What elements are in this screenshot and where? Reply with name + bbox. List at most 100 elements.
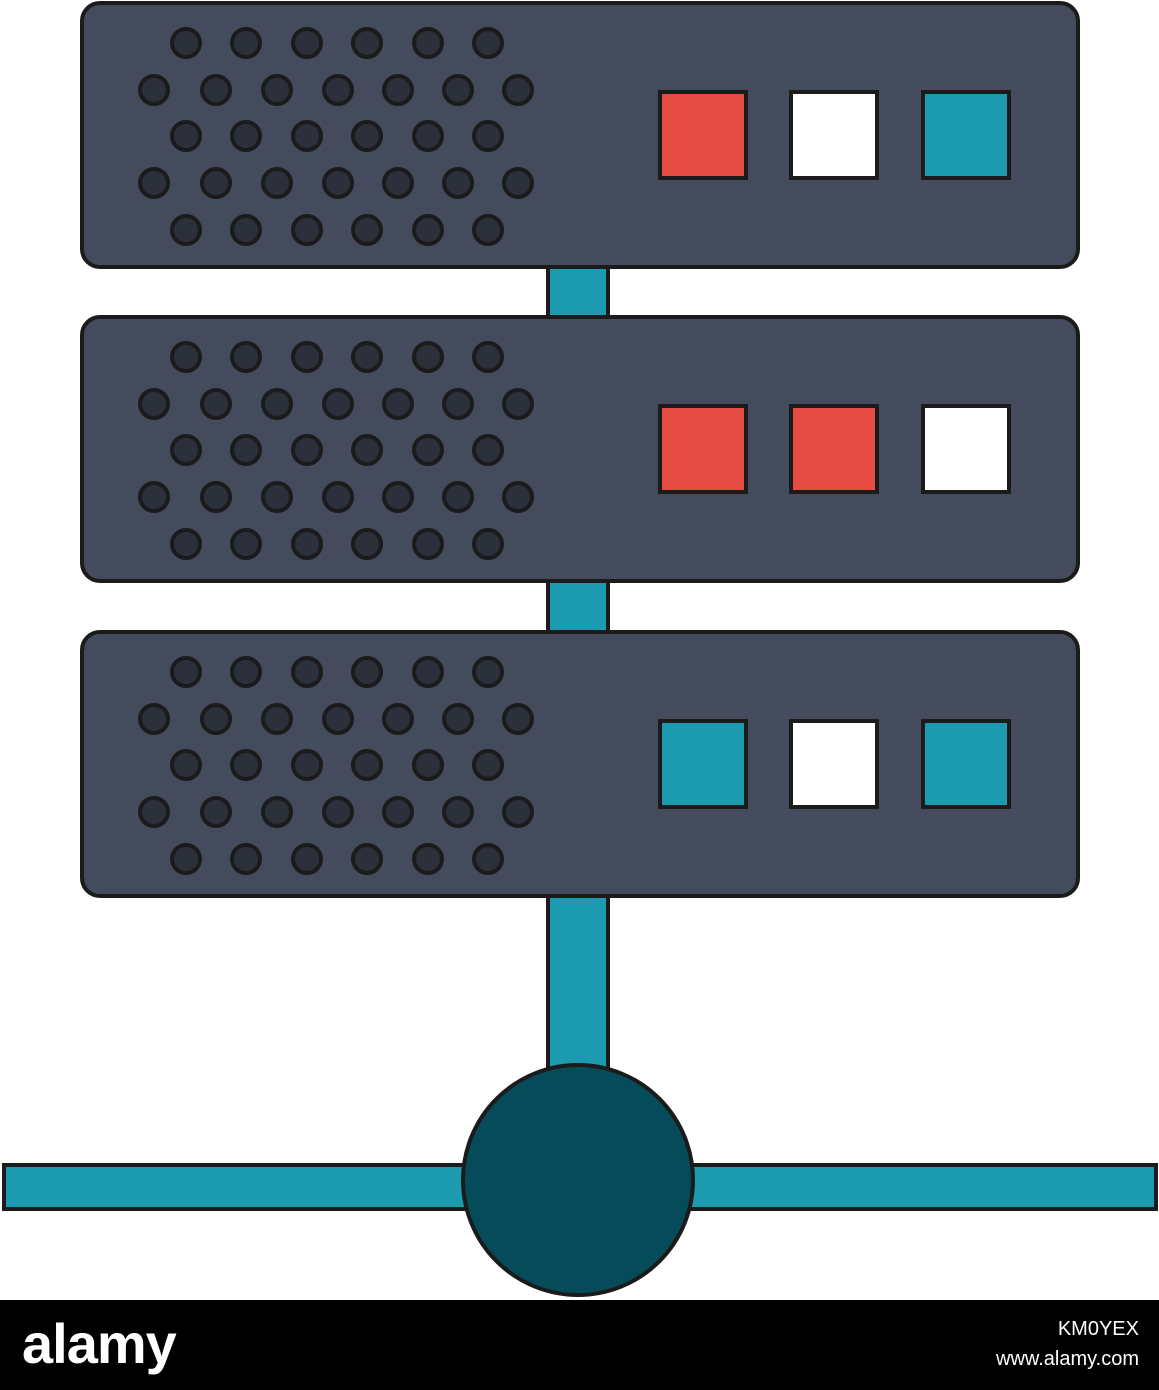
vent-hole <box>230 214 262 246</box>
vent-hole <box>382 703 414 735</box>
network-hub-node <box>461 1063 695 1297</box>
vent-hole <box>230 843 262 875</box>
vent-hole <box>412 214 444 246</box>
vent-hole <box>291 656 323 688</box>
vent-hole <box>170 214 202 246</box>
server-body <box>80 630 1080 898</box>
vent-hole <box>442 74 474 106</box>
server-unit-1 <box>80 1 1080 269</box>
vent-hole <box>200 796 232 828</box>
vent-hole <box>472 214 504 246</box>
vent-hole <box>138 74 170 106</box>
site-url: www.alamy.com <box>996 1348 1139 1370</box>
status-light-blue <box>658 719 748 809</box>
vent-hole <box>351 120 383 152</box>
vent-hole <box>351 27 383 59</box>
vent-hole <box>351 434 383 466</box>
vent-hole <box>170 843 202 875</box>
vent-hole <box>170 528 202 560</box>
vent-hole <box>261 167 293 199</box>
vent-hole <box>351 341 383 373</box>
vent-hole <box>291 528 323 560</box>
vent-hole <box>442 167 474 199</box>
status-light-red <box>789 404 879 494</box>
vent-hole <box>291 434 323 466</box>
vent-grille <box>138 341 534 560</box>
vent-hole <box>351 843 383 875</box>
vent-hole <box>200 74 232 106</box>
status-light-white <box>789 90 879 180</box>
vent-hole <box>412 434 444 466</box>
status-light-red <box>658 404 748 494</box>
vent-hole <box>261 388 293 420</box>
vent-hole <box>170 341 202 373</box>
vent-hole <box>382 796 414 828</box>
vent-hole <box>502 167 534 199</box>
status-light-white <box>921 404 1011 494</box>
vent-hole <box>472 434 504 466</box>
vent-hole <box>382 167 414 199</box>
vent-hole <box>502 74 534 106</box>
vent-hole <box>200 481 232 513</box>
server-unit-2 <box>80 315 1080 583</box>
vent-hole <box>291 843 323 875</box>
vent-hole <box>412 843 444 875</box>
vent-hole <box>138 388 170 420</box>
vent-grille <box>138 656 534 875</box>
vent-hole <box>442 703 474 735</box>
vent-hole <box>291 120 323 152</box>
server-body <box>80 315 1080 583</box>
vent-hole <box>322 796 354 828</box>
vent-hole <box>322 74 354 106</box>
vent-hole <box>472 843 504 875</box>
connector-bar <box>546 888 610 1092</box>
vent-hole <box>502 481 534 513</box>
vent-hole <box>382 388 414 420</box>
vent-hole <box>472 528 504 560</box>
status-light-red <box>658 90 748 180</box>
vent-hole <box>412 27 444 59</box>
vent-hole <box>322 703 354 735</box>
vent-hole <box>442 388 474 420</box>
vent-hole <box>442 796 474 828</box>
vent-hole <box>230 656 262 688</box>
server-network-illustration <box>2 1 1158 1297</box>
vent-hole <box>230 341 262 373</box>
vent-hole <box>230 27 262 59</box>
vent-hole <box>322 388 354 420</box>
status-light-blue <box>921 90 1011 180</box>
vent-hole <box>472 656 504 688</box>
vent-hole <box>230 120 262 152</box>
status-light-blue <box>921 719 1011 809</box>
vent-hole <box>170 656 202 688</box>
vent-hole <box>351 656 383 688</box>
connector-bar <box>546 574 610 640</box>
vent-hole <box>412 341 444 373</box>
vent-hole <box>261 481 293 513</box>
vent-hole <box>170 434 202 466</box>
vent-hole <box>200 703 232 735</box>
vent-hole <box>200 388 232 420</box>
vent-hole <box>472 120 504 152</box>
vent-hole <box>291 214 323 246</box>
vent-hole <box>472 341 504 373</box>
brand-logo: alamy <box>22 1312 177 1375</box>
vent-hole <box>200 167 232 199</box>
vent-hole <box>502 703 534 735</box>
vent-grille <box>138 27 534 246</box>
vent-hole <box>351 528 383 560</box>
vent-hole <box>230 434 262 466</box>
vent-hole <box>412 120 444 152</box>
vent-hole <box>351 214 383 246</box>
vent-hole <box>138 167 170 199</box>
vent-hole <box>322 481 354 513</box>
vent-hole <box>502 388 534 420</box>
image-id: KM0YEX <box>1057 1318 1139 1340</box>
vent-hole <box>291 341 323 373</box>
vent-hole <box>442 481 474 513</box>
vent-hole <box>170 27 202 59</box>
vent-hole <box>230 528 262 560</box>
vent-hole <box>261 74 293 106</box>
vent-hole <box>291 749 323 781</box>
server-unit-3 <box>80 630 1080 898</box>
